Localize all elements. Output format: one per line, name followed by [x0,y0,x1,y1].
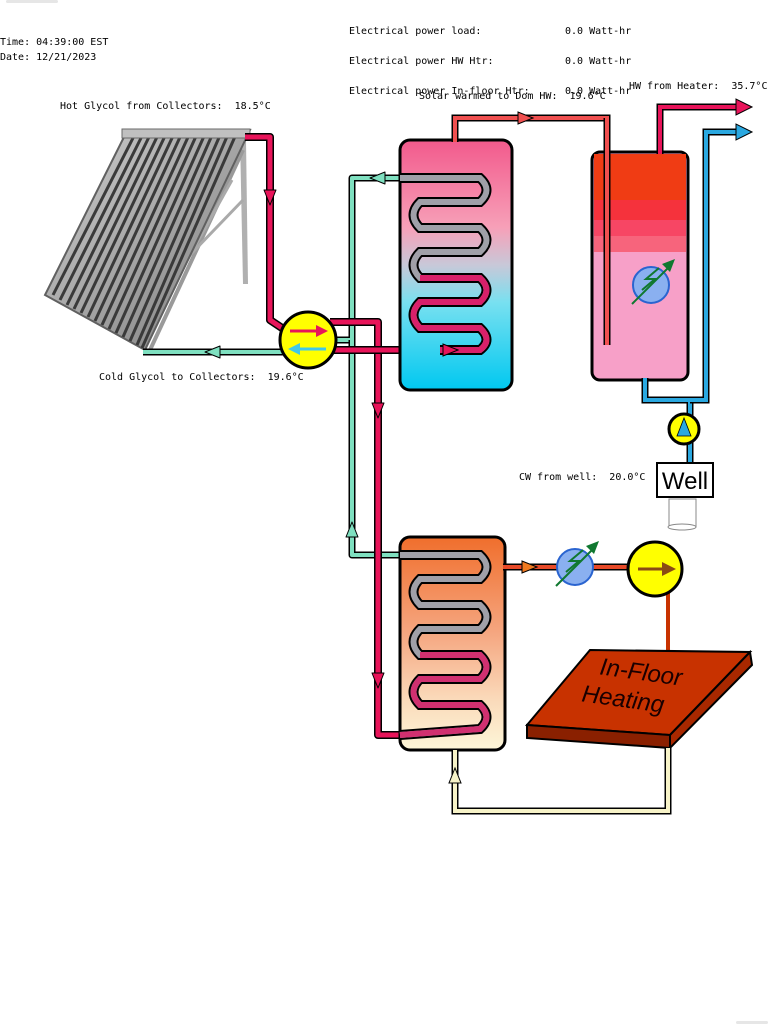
circulator-pump-icon [626,540,684,598]
hot-water-heater-tank [590,118,690,382]
infloor-heating-panel: In-Floor Heating [524,648,754,751]
hot-glycol-label: Hot Glycol from Collectors: 18.5°C [60,101,271,112]
infloor-buffer-tank [398,535,507,752]
element-heater-icon [555,541,599,587]
solar-collector-icon [43,128,252,352]
power-readouts: Electrical power load:0.0 Watt-hr Electr… [349,7,631,107]
cw-from-well-label: CW from well: 20.0°C [519,472,646,483]
circulator-pump-icon [667,412,701,446]
power-row-load: Electrical power load:0.0 Watt-hr [349,26,632,37]
cold-glycol-label: Cold Glycol to Collectors: 19.6°C [99,372,304,383]
time-readout: Time: 04:39:00 EST [0,37,109,48]
solar-dom-hw-label: Solar warmed to Dom HW: 19.6°C [419,91,606,102]
power-row-infloor-htr: Electrical power In-floor Htr:0.0 Watt-h… [349,86,632,97]
infloor-return-pipe [448,748,672,815]
well-label: Well [662,468,708,495]
top-left-edge-mark [6,0,58,3]
power-row-hw-htr: Electrical power HW Htr:0.0 Watt-hr [349,56,632,67]
element-heater-icon [631,259,675,305]
hw-outlet-pipe [656,98,754,154]
hw-from-heater-label: HW from Heater: 35.7°C [629,81,768,92]
bottom-right-edge-mark [736,1021,768,1024]
date-readout: Date: 12/21/2023 [0,52,97,63]
solar-preheat-tank [398,138,514,392]
well-icon: Well [656,462,714,531]
hot-glycol-pipe [245,133,440,739]
cold-glycol-pipe [143,171,400,559]
heat-exchanger-pump-icon [278,310,338,370]
